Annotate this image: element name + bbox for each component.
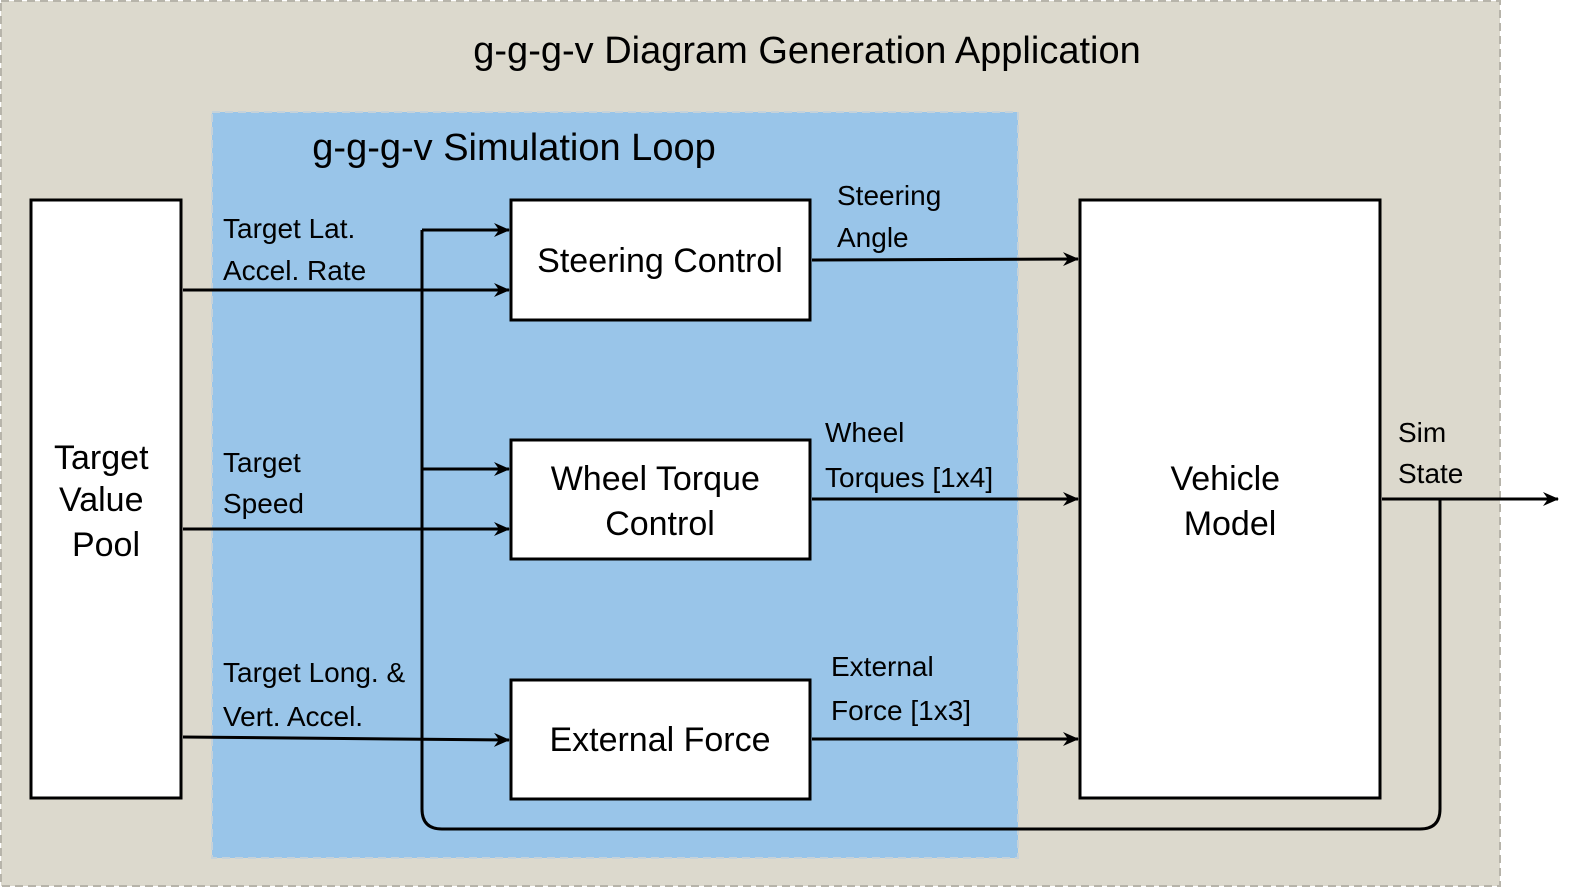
target-value-pool-line-1: Target [54,439,149,477]
vehicle-model-block: Vehicle Model [1078,198,1382,800]
external-force-label: External Force [549,721,770,759]
target-value-pool-line-2: Value [59,481,143,519]
svg-text:External Force: External Force [549,721,770,759]
target-lat-accel-rate-line-1: Target Lat. [223,213,355,244]
target-speed-line-2: Speed [223,488,304,519]
sim-state-line-2: State [1398,458,1463,489]
wheel-torques-label: Wheel Torques [1x4] [825,417,993,493]
steering-angle-line-2: Angle [837,222,909,253]
vehicle-model-line-2: Model [1184,505,1277,543]
svg-text:Wheel Torque Control: Wheel Torque Control [551,460,770,543]
svg-text:Steering Control: Steering Control [537,242,783,280]
external-force-output-line-1: External [831,651,934,682]
application-title: g-g-g-v Diagram Generation Application [473,30,1140,72]
vehicle-model-line-1: Vehicle [1170,460,1280,498]
sim-state-line-1: Sim [1398,417,1446,448]
target-speed-label: Target Speed [223,447,309,519]
external-force-block: External Force [509,678,812,801]
target-long-vert-accel-label: Target Long. & Vert. Accel. [223,657,413,732]
steering-control-block: Steering Control [509,198,812,322]
sim-state-label: Sim State [1398,417,1463,489]
sim-state-feedback-loop [420,230,1442,831]
svg-text:Vehicle Model: Vehicle Model [1170,460,1289,543]
steering-control-label: Steering Control [537,242,783,280]
target-value-pool-line-3: Pool [72,526,140,564]
wheel-torques-line-2: Torques [1x4] [825,462,993,493]
wheel-torque-control-line-2: Control [605,505,715,543]
target-lat-accel-rate-line-2: Accel. Rate [223,255,366,286]
wheel-torques-line-1: Wheel [825,417,904,448]
target-lat-accel-rate-label: Target Lat. Accel. Rate [223,213,366,286]
steering-angle-label: Steering Angle [837,180,949,253]
simulation-loop-title: g-g-g-v Simulation Loop [312,127,715,169]
target-long-vert-accel-line-1: Target Long. & [223,657,405,688]
steering-angle-line-1: Steering [837,180,941,211]
wheel-torque-control-block: Wheel Torque Control [509,438,812,561]
target-long-vert-accel-connector [182,732,510,747]
target-speed-line-1: Target [223,447,301,478]
external-force-output-label: External Force [1x3] [831,651,971,726]
wheel-torque-control-line-1: Wheel Torque [551,460,760,498]
target-value-pool-block: Target Value Pool [29,198,183,800]
target-long-vert-accel-line-2: Vert. Accel. [223,701,363,732]
external-force-output-line-2: Force [1x3] [831,695,971,726]
svg-text:Target Value Pool: Target Value Pool [54,439,158,564]
steering-angle-connector [811,252,1079,267]
